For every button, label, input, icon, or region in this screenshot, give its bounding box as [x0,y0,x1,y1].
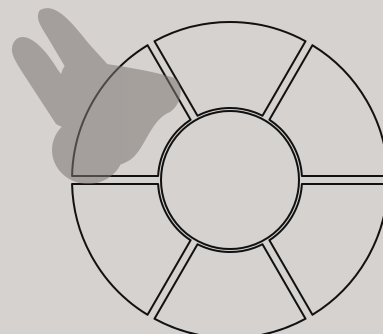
radial-center-hub[interactable] [161,111,299,249]
